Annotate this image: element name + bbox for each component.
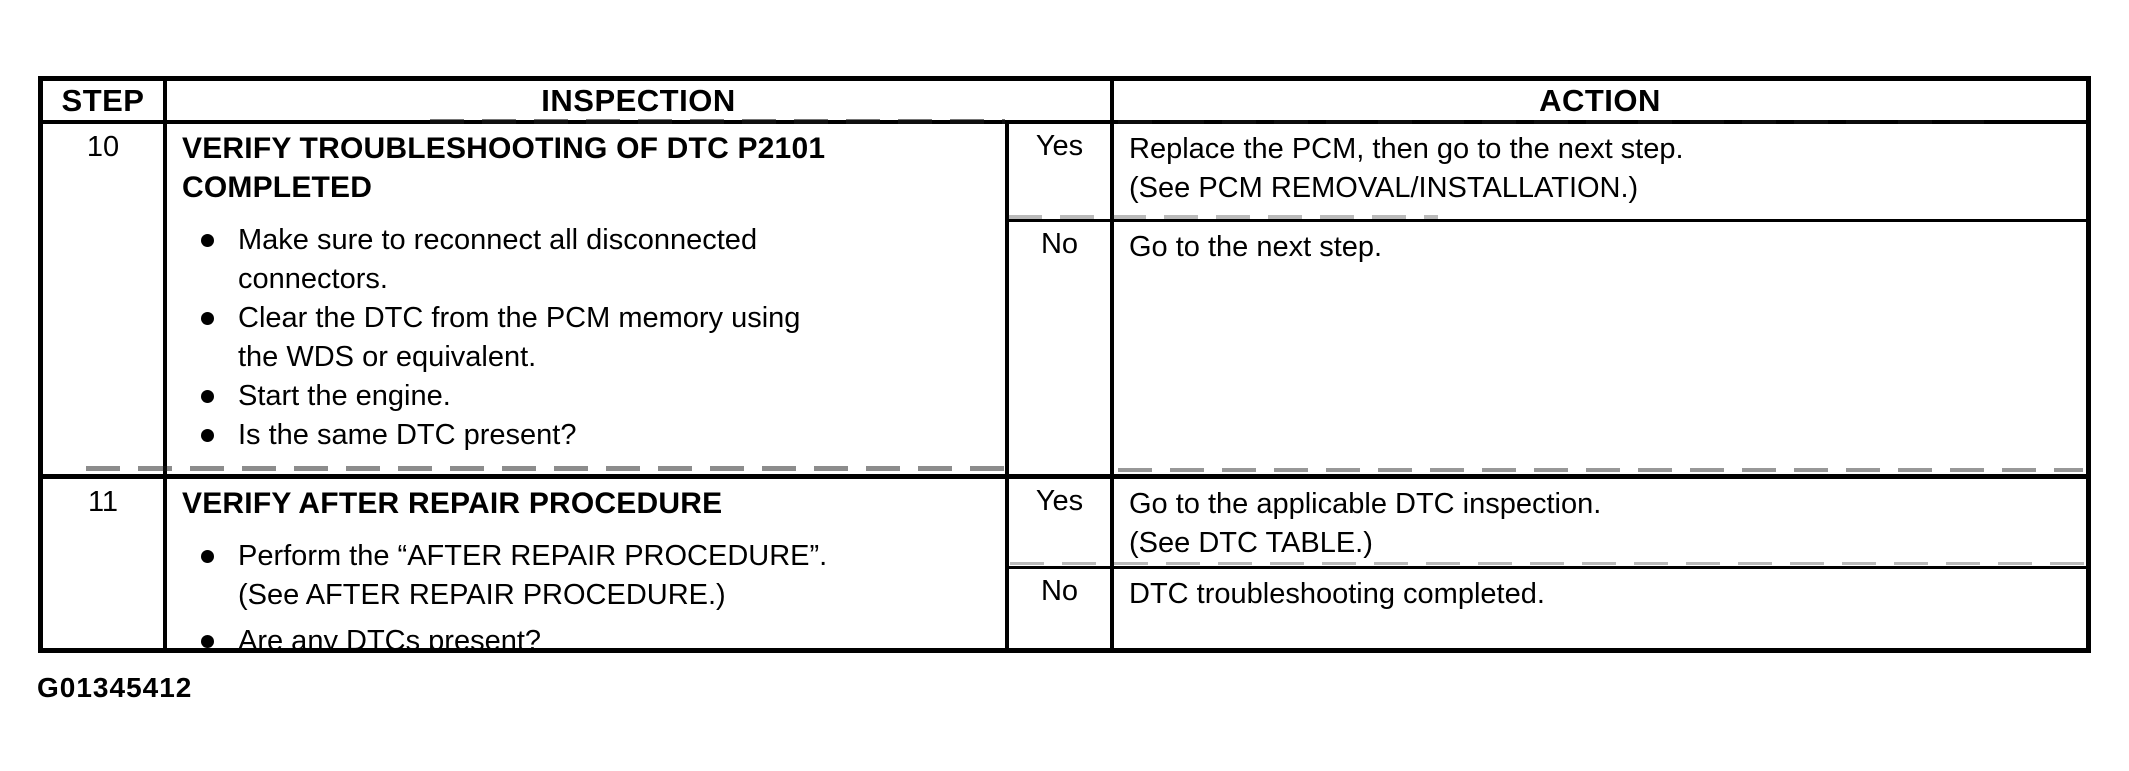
inspection-title: VERIFY AFTER REPAIR PROCEDURE bbox=[182, 484, 977, 523]
action-line: DTC troubleshooting completed. bbox=[1129, 578, 1545, 610]
yes-label-cell: Yes bbox=[1005, 474, 1110, 566]
inspection-cell: VERIFY TROUBLESHOOTING OF DTC P2101 COMP… bbox=[163, 124, 1005, 474]
action-line: Replace the PCM, then go to the next ste… bbox=[1129, 133, 1684, 165]
bullet-line: Clear the DTC from the PCM memory using bbox=[238, 302, 801, 334]
bullet-dot-icon bbox=[201, 312, 214, 325]
bullet-text: Make sure to reconnect all disconnected … bbox=[238, 221, 757, 299]
bullet-dot-icon bbox=[201, 550, 214, 563]
bullet-line: connectors. bbox=[238, 263, 388, 295]
inspection-title: VERIFY TROUBLESHOOTING OF DTC P2101 COMP… bbox=[182, 129, 977, 207]
bullet-text: Perform the “AFTER REPAIR PROCEDURE”. (S… bbox=[238, 537, 827, 615]
action-line: Go to the applicable DTC inspection. bbox=[1129, 488, 1602, 520]
bullet-dot-icon bbox=[201, 390, 214, 403]
action-cell: Go to the next step. bbox=[1110, 219, 2086, 474]
bullet-line: (See AFTER REPAIR PROCEDURE.) bbox=[238, 579, 726, 611]
diagnostic-table: STEP INSPECTION ACTION 10 VERIFY TROUBLE… bbox=[38, 76, 2091, 653]
bullet-text: Are any DTCs present? bbox=[238, 622, 541, 648]
title-line: VERIFY AFTER REPAIR PROCEDURE bbox=[182, 487, 723, 520]
action-line: (See DTC TABLE.) bbox=[1129, 527, 1373, 559]
bullet-text: Clear the DTC from the PCM memory using … bbox=[238, 299, 800, 377]
bullet-item: Perform the “AFTER REPAIR PROCEDURE”. (S… bbox=[182, 537, 977, 615]
bullet-line: Is the same DTC present? bbox=[238, 419, 577, 451]
bullet-dot-icon bbox=[201, 234, 214, 247]
bullet-item: Are any DTCs present? bbox=[182, 622, 977, 648]
figure-id: G01345412 bbox=[37, 672, 193, 703]
bullet-item: Clear the DTC from the PCM memory using … bbox=[182, 299, 977, 377]
bullet-line: Start the engine. bbox=[238, 380, 451, 412]
action-line: Go to the next step. bbox=[1129, 231, 1383, 263]
header-cell-inspection: INSPECTION bbox=[163, 81, 1110, 124]
bullet-list: Perform the “AFTER REPAIR PROCEDURE”. (S… bbox=[182, 537, 977, 648]
action-cell: Go to the applicable DTC inspection. (Se… bbox=[1110, 474, 2086, 566]
no-label-cell: No bbox=[1005, 566, 1110, 648]
action-cell: Replace the PCM, then go to the next ste… bbox=[1110, 124, 2086, 219]
bullet-line: Perform the “AFTER REPAIR PROCEDURE”. bbox=[238, 540, 828, 572]
inspection-cell: VERIFY AFTER REPAIR PROCEDURE Perform th… bbox=[163, 474, 1005, 648]
bullet-list: Make sure to reconnect all disconnected … bbox=[182, 221, 977, 455]
bullet-text: Is the same DTC present? bbox=[238, 416, 576, 455]
bullet-line: the WDS or equivalent. bbox=[238, 341, 537, 373]
action-cell: DTC troubleshooting completed. bbox=[1110, 566, 2086, 648]
bullet-line: Make sure to reconnect all disconnected bbox=[238, 224, 758, 256]
header-cell-action: ACTION bbox=[1110, 81, 2086, 124]
action-line: (See PCM REMOVAL/INSTALLATION.) bbox=[1129, 172, 1639, 204]
title-line: VERIFY TROUBLESHOOTING OF DTC P2101 bbox=[182, 132, 826, 165]
bullet-item: Is the same DTC present? bbox=[182, 416, 977, 455]
bullet-item: Make sure to reconnect all disconnected … bbox=[182, 221, 977, 299]
bullet-line: Are any DTCs present? bbox=[238, 625, 542, 648]
bullet-dot-icon bbox=[201, 429, 214, 442]
bullet-item: Start the engine. bbox=[182, 377, 977, 416]
step-number: 11 bbox=[43, 474, 163, 648]
header-cell-step: STEP bbox=[43, 81, 163, 124]
bullet-dot-icon bbox=[201, 635, 214, 648]
step-number: 10 bbox=[86, 131, 120, 163]
yes-label-cell: Yes bbox=[1005, 124, 1110, 219]
title-line: COMPLETED bbox=[182, 171, 373, 204]
bullet-text: Start the engine. bbox=[238, 377, 451, 416]
no-label-cell: No bbox=[1005, 219, 1110, 474]
